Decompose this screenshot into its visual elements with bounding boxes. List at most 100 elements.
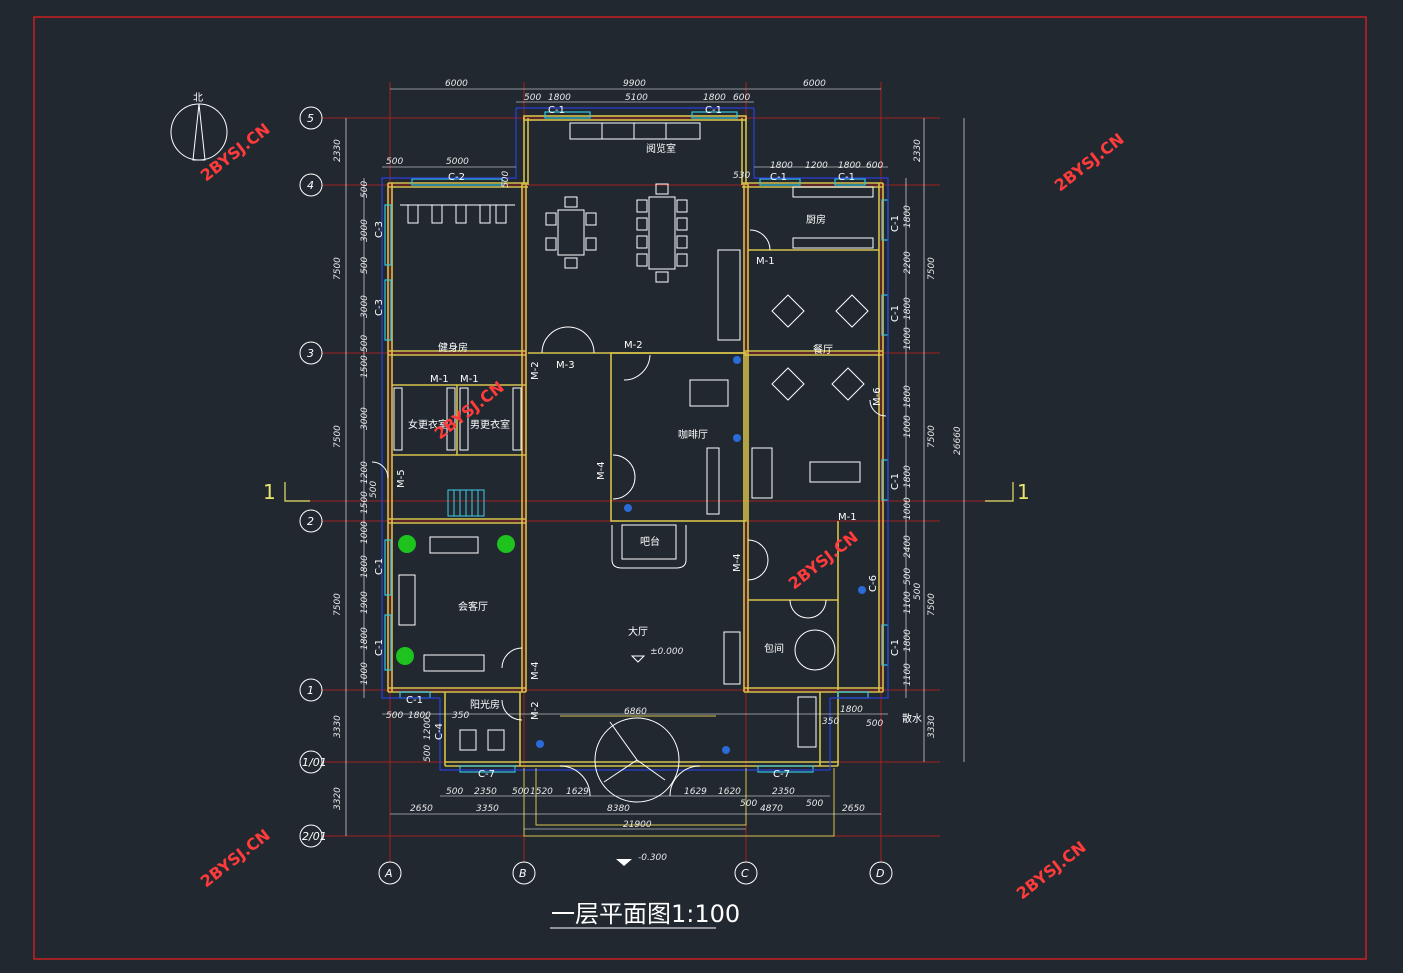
- dim-top-3: 6000: [803, 79, 826, 89]
- dim-left-1: 2330: [333, 139, 343, 162]
- dim-left2-11: 1800: [360, 555, 370, 578]
- left-dims: 2330 7500 7500 7500 3330 3320 500 3000 5…: [333, 139, 370, 810]
- watermark-6: 2BYSJ.CN: [1013, 837, 1090, 903]
- dim-left2-6: 1500: [360, 355, 370, 378]
- dim-top2-3: 5100: [625, 93, 648, 103]
- dim-left-3: 7500: [333, 425, 343, 448]
- win-c4: C-4: [434, 723, 445, 740]
- room-kitchen: 厨房: [806, 213, 826, 226]
- dim-top3-4: 1800: [770, 161, 793, 171]
- axis-row-1-01: 1/01: [302, 756, 327, 769]
- win-c3-1: C-3: [374, 221, 385, 238]
- axis-col-c: C: [741, 867, 749, 880]
- dim-right2-2: 2200: [903, 251, 913, 274]
- dim-right2-9: 2400: [903, 535, 913, 558]
- section-cut: [284, 482, 1014, 502]
- dim-bottom2-1: 500: [446, 787, 463, 797]
- compass-icon: [170, 103, 228, 161]
- dim-right-4: 7500: [927, 593, 937, 616]
- room-bar: 吧台: [640, 535, 660, 548]
- dim-right2-8: 1000: [903, 497, 913, 520]
- win-c7-2: C-7: [773, 769, 790, 780]
- dim-top2-1: 500: [524, 93, 541, 103]
- dim-right-2: 7500: [927, 257, 937, 280]
- level-floor: ±0.000: [650, 647, 684, 657]
- dim-left-2: 7500: [333, 257, 343, 280]
- win-c6: C-6: [868, 575, 879, 592]
- dim-right2-10: 500: [903, 568, 913, 585]
- label-scatter-water: 散水: [902, 712, 922, 725]
- door-m1-d: M-1: [838, 512, 857, 523]
- door-m4-c: M-4: [530, 661, 541, 680]
- small-dim-4: 500: [501, 171, 511, 188]
- door-m5: M-5: [396, 469, 407, 488]
- dim-left2-9: 1500: [360, 491, 370, 514]
- dim-left2-14: 1000: [360, 662, 370, 685]
- dim-left2-1: 500: [360, 181, 370, 198]
- north-pointer-icon: [192, 103, 206, 161]
- door-m6: M-6: [872, 387, 883, 406]
- door-m4-a: M-4: [596, 461, 607, 480]
- room-reception: 会客厅: [458, 600, 488, 613]
- dim-left2-5: 500: [360, 335, 370, 352]
- win-c1-3: C-1: [770, 172, 787, 183]
- dim-bottom-7: 500: [866, 719, 883, 729]
- door-m2-a: M-2: [624, 340, 643, 351]
- dim-left2-10: 1000: [360, 521, 370, 544]
- watermark-5: 2BYSJ.CN: [197, 825, 274, 891]
- dim-bottom-6: 1800: [840, 705, 863, 715]
- dim-top3-3: 530: [733, 171, 750, 181]
- room-private: 包间: [764, 642, 784, 655]
- dim-top3-5: 1200: [805, 161, 828, 171]
- dim-left2-4: 3000: [360, 295, 370, 318]
- section-mark-left: 1: [263, 480, 276, 504]
- win-c1-4: C-1: [838, 172, 855, 183]
- round-stair: [594, 717, 680, 803]
- dim-bottom2-9: 2350: [772, 787, 795, 797]
- entrance-steps: [523, 715, 835, 837]
- dim-top2-2: 1800: [548, 93, 571, 103]
- dim-left2-13: 1800: [360, 627, 370, 650]
- level-floor-marker: [630, 655, 646, 663]
- dim-bottom4-1: 21900: [623, 820, 652, 830]
- dim-right2-6: 1000: [903, 415, 913, 438]
- dim-bottom3-4: 4870: [760, 804, 783, 814]
- decor-dots: [536, 356, 866, 754]
- win-c2: C-2: [448, 172, 465, 183]
- dim-bottom2-5: 1629: [566, 787, 589, 797]
- dim-right2-12: 1800: [903, 629, 913, 652]
- dim-left-6: 3320: [333, 787, 343, 810]
- axis-row-2: 2: [307, 515, 314, 528]
- room-reading: 阅览室: [646, 142, 676, 155]
- dim-bottom2-7: 1620: [718, 787, 741, 797]
- watermark-2: 2BYSJ.CN: [1051, 129, 1128, 195]
- dim-bottom-4: 6860: [624, 707, 647, 717]
- door-m1-b: M-1: [460, 374, 479, 385]
- dim-bottom3-5: 2650: [842, 804, 865, 814]
- north-label: 北: [193, 92, 203, 104]
- dim-bottom2-4: 1520: [530, 787, 553, 797]
- north-arrow: 北: [170, 92, 228, 161]
- dim-bottom-3: 350: [452, 711, 469, 721]
- win-c1-10: C-1: [374, 639, 385, 656]
- win-c1-5: C-1: [890, 215, 901, 232]
- dim-bottom2-2: 2350: [474, 787, 497, 797]
- dim-left2-3: 500: [360, 257, 370, 274]
- dining-tables: [771, 294, 869, 401]
- dim-top-2: 9900: [623, 79, 646, 89]
- dim-top3-1: 500: [386, 157, 403, 167]
- dim-bottom-5: 350: [822, 717, 839, 727]
- dim-left2-12: 1900: [360, 591, 370, 614]
- dim-right-5: 3330: [927, 715, 937, 738]
- dim-right2-13: 1100: [903, 663, 913, 686]
- dim-bottom-1: 500: [386, 711, 403, 721]
- axis-row-5: 5: [307, 112, 314, 125]
- axis-row-1: 1: [307, 684, 314, 697]
- windows: [384, 111, 889, 773]
- room-gym: 健身房: [438, 341, 468, 354]
- win-c1-7: C-1: [890, 473, 901, 490]
- dim-right2-5: 1800: [903, 385, 913, 408]
- door-m1-a: M-1: [430, 374, 449, 385]
- dim-left2-2: 3000: [360, 219, 370, 242]
